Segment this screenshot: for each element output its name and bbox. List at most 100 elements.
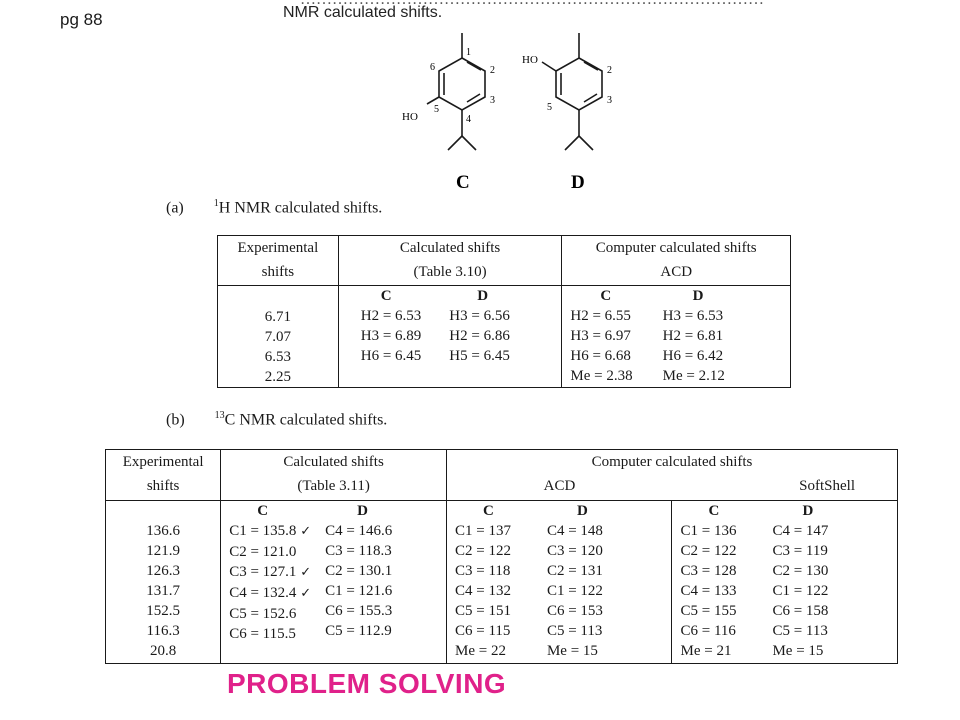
b-acd-c-value: C2 = 122 [454, 543, 511, 559]
structure-d-ho-label: HO [522, 54, 538, 66]
b-acd-d-value: Me = 15 [546, 643, 598, 659]
b-acd-c-value: C1 = 137 [454, 523, 511, 539]
a-calc-c-value: H3 = 6.89 [360, 328, 422, 344]
b-header-calculated-line2: (Table 3.11) [297, 478, 370, 494]
b-exp-value: 126.3 [146, 563, 180, 579]
a-experimental-values: 6.71 7.07 6.53 2.25 [217, 285, 339, 388]
a-acd-c-value: H6 = 6.68 [570, 348, 631, 364]
cut-off-text-line: …………………………………………………………………………… [300, 0, 770, 5]
section-a-caption-text: H NMR calculated shifts. [218, 199, 383, 217]
b-calc-c-value: C2 = 121.0 [229, 544, 297, 560]
b-ss-c-value: C2 = 122 [680, 543, 737, 559]
structure-d-label: D [571, 172, 585, 193]
b-exp-value: 116.3 [146, 623, 180, 639]
structure-d-number-3: 3 [607, 95, 612, 106]
b-calc-d-value: C2 = 130.1 [325, 563, 393, 579]
b-header-calculated: Calculated shifts (Table 3.11) [220, 449, 447, 501]
b-ss-c-value: C4 = 133 [680, 583, 737, 599]
a-header-computer-line2: ACD [660, 264, 693, 280]
structure-d-number-5: 5 [547, 102, 552, 113]
a-acd-values: C H2 = 6.55 H3 = 6.97 H6 = 6.68 Me = 2.3… [561, 285, 791, 388]
b-calculated-values: C C1 = 135.8 ✓ C2 = 121.0 C3 = 127.1 ✓ C… [220, 500, 447, 664]
b-ss-d-value: C4 = 147 [772, 523, 829, 539]
b-calc-d-value: C4 = 146.6 [325, 523, 393, 539]
b-ss-d-value: C2 = 130 [772, 563, 829, 579]
b-calc-d-value: C5 = 112.9 [325, 623, 392, 639]
a-acd-c-header: C [600, 288, 612, 304]
c-nmr-table: Experimental shifts Calculated shifts (T… [104, 449, 899, 664]
a-exp-value: 6.71 [264, 309, 291, 325]
b-header-computer-line1: Computer calculated shifts [591, 454, 753, 470]
check-mark-icon: ✓ [300, 586, 312, 601]
b-acd-c-value: C5 = 151 [454, 603, 511, 619]
a-calc-c-header: C [380, 288, 392, 304]
structure-c-number-3: 3 [490, 95, 495, 106]
b-acd-values: C C1 = 137 C2 = 122 C3 = 118 C4 = 132 C5… [445, 500, 673, 664]
b-acd-d-value: C4 = 148 [546, 523, 603, 539]
b-ss-d-header: D [802, 503, 814, 519]
b-acd-d-value: C6 = 153 [546, 603, 603, 619]
b-ss-d-value: C3 = 119 [772, 543, 828, 559]
b-ss-c-value: C1 = 136 [680, 523, 737, 539]
b-header-softshell: SoftShell [799, 478, 855, 494]
check-mark-icon: ✓ [300, 565, 312, 580]
a-calc-c-value: H2 = 6.53 [360, 308, 422, 324]
a-acd-c-value: Me = 2.38 [570, 368, 633, 384]
b-calc-c-value: C1 = 135.8 [229, 523, 297, 539]
b-ss-c-value: C5 = 155 [680, 603, 737, 619]
a-calc-c-value: H6 = 6.45 [360, 348, 422, 364]
b-exp-value: 131.7 [146, 583, 180, 599]
b-ss-c-value: C3 = 128 [680, 563, 737, 579]
b-calc-c-header: C [257, 503, 269, 519]
a-acd-d-header: D [692, 288, 704, 304]
a-acd-c-value: H2 = 6.55 [570, 308, 631, 324]
b-calc-c-value: C6 = 115.5 [229, 626, 296, 642]
page-number: pg 88 [60, 10, 103, 29]
structure-c-number-1: 1 [466, 47, 471, 58]
b-exp-value: 20.8 [149, 643, 177, 659]
structure-c-number-6: 6 [430, 62, 435, 73]
b-acd-c-value: C3 = 118 [454, 563, 511, 579]
chemical-structures: 1 2 3 4 5 6 HO C 2 3 5 HO D [402, 33, 612, 193]
b-acd-d-value: C2 = 131 [546, 563, 603, 579]
structure-c-number-2: 2 [490, 65, 495, 76]
b-ss-c-value: C6 = 116 [680, 623, 736, 639]
b-calc-d-value: C6 = 155.3 [325, 603, 393, 619]
b-experimental-values: 136.6 121.9 126.3 131.7 152.5 116.3 20.8 [104, 500, 222, 664]
b-calc-c-row: C5 = 152.6 [229, 604, 311, 624]
b-header-acd: ACD [543, 478, 576, 494]
b-acd-d-value: C3 = 120 [546, 543, 603, 559]
a-exp-value: 2.25 [264, 369, 291, 385]
a-acd-d-value: Me = 2.12 [662, 368, 725, 384]
section-b-superscript: 13 [214, 410, 225, 421]
h-nmr-table: Experimental shifts Calculated shifts (T… [217, 235, 791, 388]
section-a-caption: (a) 1H NMR calculated shifts. [166, 198, 382, 217]
structure-d-number-2: 2 [607, 65, 612, 76]
b-acd-d-value: C1 = 122 [546, 583, 603, 599]
a-calc-d-value: H5 = 6.45 [449, 348, 510, 364]
b-acd-c-value: C4 = 132 [454, 583, 511, 599]
b-ss-d-value: C1 = 122 [772, 583, 829, 599]
b-acd-d-header: D [576, 503, 588, 519]
b-calc-d-value: C3 = 118.3 [325, 543, 392, 559]
b-ss-d-value: C6 = 158 [772, 603, 829, 619]
a-acd-d-value: H2 = 6.81 [662, 328, 724, 344]
a-header-calculated-line1: Calculated shifts [399, 240, 501, 256]
b-exp-value: 136.6 [146, 523, 180, 539]
b-ss-d-value: Me = 15 [772, 643, 824, 659]
b-header-experimental-line2: shifts [146, 478, 180, 494]
problem-solving-label: PROBLEM SOLVING [227, 668, 507, 699]
b-calc-c-value: C3 = 127.1 [229, 564, 297, 580]
structure-d [541, 33, 603, 151]
b-ss-d-value: C5 = 113 [772, 623, 828, 639]
a-header-calculated: Calculated shifts (Table 3.10) [337, 235, 563, 286]
section-b-caption-text: C NMR calculated shifts. [224, 411, 388, 429]
a-exp-value: 7.07 [264, 329, 291, 345]
structure-c [426, 33, 486, 151]
a-header-computer-line1: Computer calculated shifts [595, 240, 757, 256]
intro-text: NMR calculated shifts. [283, 4, 443, 21]
b-header-experimental-line1: Experimental [122, 454, 204, 470]
b-exp-value: 121.9 [146, 543, 180, 559]
b-softshell-values: C C1 = 136 C2 = 122 C3 = 128 C4 = 133 C5… [671, 500, 898, 664]
section-a-letter: (a) [166, 199, 184, 217]
